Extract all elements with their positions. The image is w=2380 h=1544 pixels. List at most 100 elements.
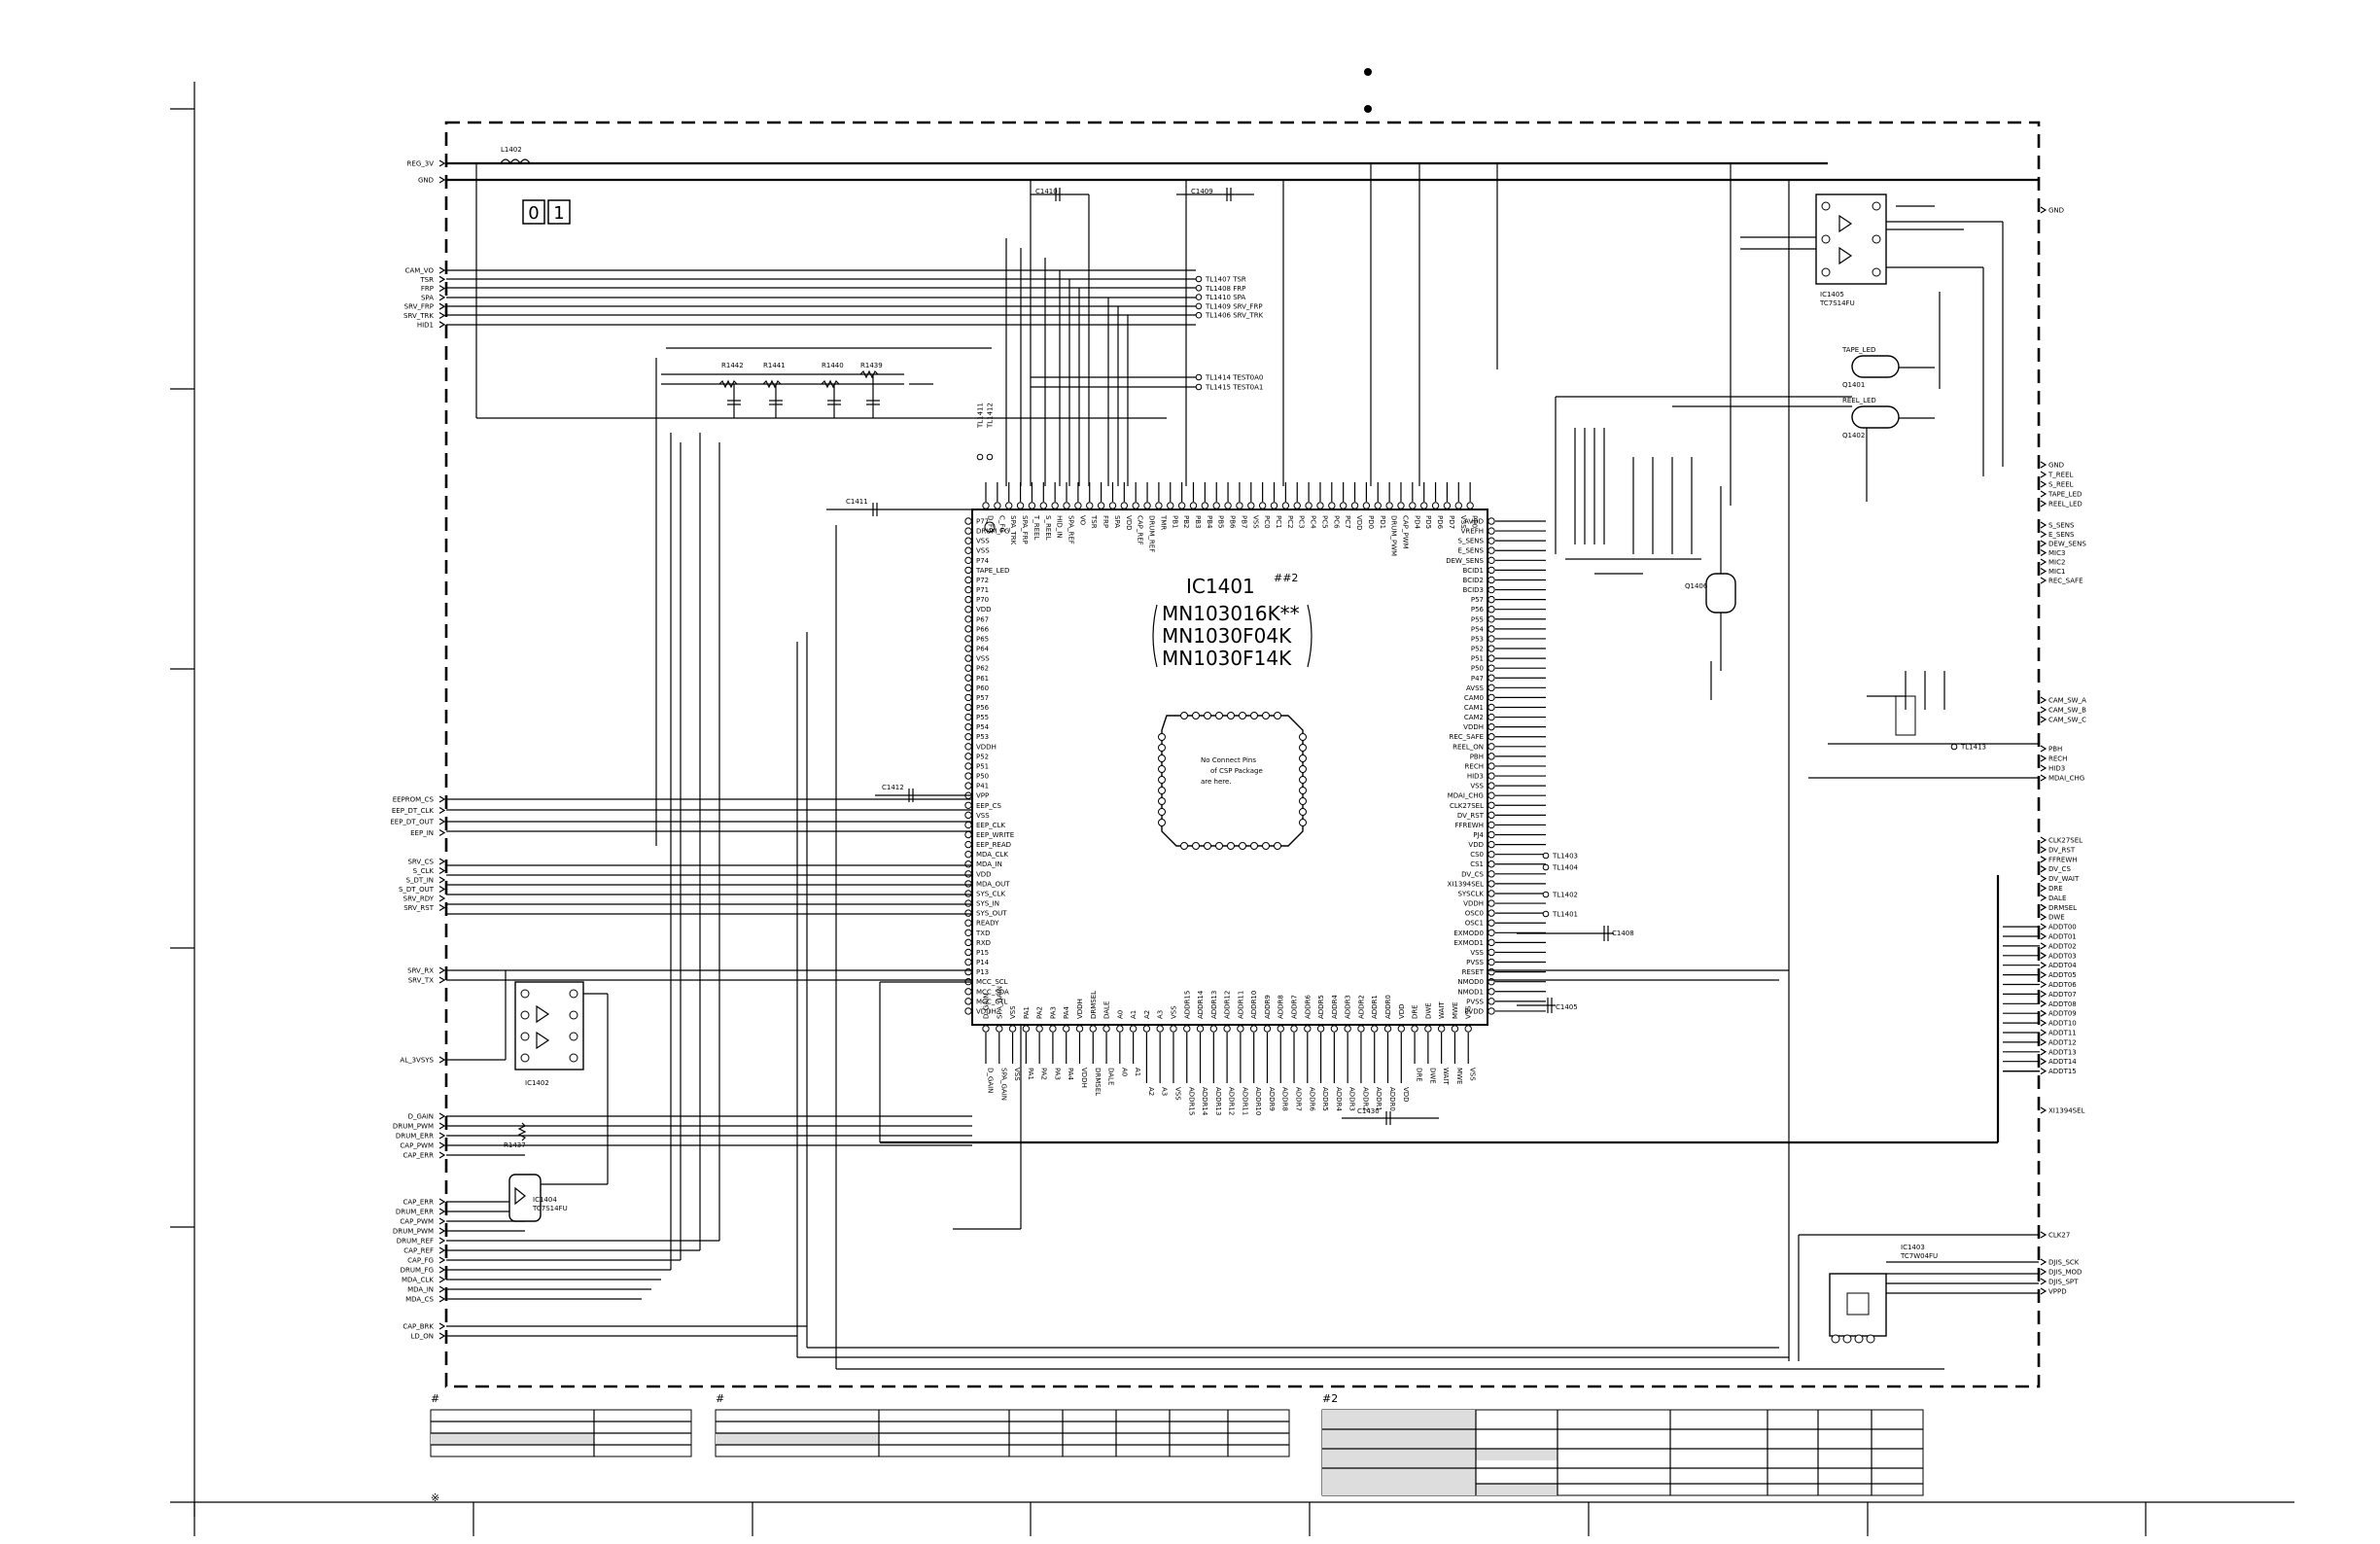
c1430: C1430 — [1342, 1107, 1439, 1125]
ic-pin — [1488, 556, 1495, 565]
ic-pin — [964, 703, 972, 712]
ic-pin — [1488, 703, 1495, 712]
ic-pin — [964, 546, 972, 554]
ic-pin — [1488, 998, 1495, 1005]
connector-arrow — [438, 1332, 446, 1340]
connector-arrow — [438, 1227, 446, 1235]
connector-arrow — [438, 1217, 446, 1225]
ic-pin-label-bottom: VSS — [1170, 1005, 1177, 1019]
asterisk-note: ※ — [431, 1491, 439, 1504]
ic-pin — [1371, 1025, 1379, 1033]
connector-label: FFREWH — [2048, 856, 2078, 863]
ic-pin-label-left: P74 — [976, 557, 990, 565]
connector-label: SRV_RX — [407, 967, 434, 975]
ic-pin-label-left: P52 — [976, 753, 989, 760]
connector-label: EEP_DT_CLK — [392, 807, 435, 815]
ic-pin-label-right: VDD — [1468, 841, 1484, 849]
ic-pin-label-right: VDDH — [1463, 723, 1484, 731]
ic-pin-label-right: PVDD — [1464, 1007, 1484, 1015]
ic-pin-label-top: HID_IN — [1056, 515, 1064, 539]
ic1401-part-1: MN103016K** — [1162, 602, 1300, 625]
marker-dot — [1364, 68, 1372, 76]
ic-pin — [1316, 502, 1324, 509]
ic-pin — [1005, 502, 1013, 509]
ic-pin — [1385, 502, 1393, 509]
ic-pin-label-top: TSR — [1090, 514, 1098, 529]
ic-pin — [1488, 595, 1495, 604]
bus-net-label: DALE — [1107, 1068, 1115, 1085]
reel-led-label: REEL_LED — [1842, 397, 1876, 404]
ic-pin — [964, 870, 972, 878]
ic-pin — [1086, 502, 1094, 509]
connector-label: HID3 — [2048, 765, 2065, 773]
ic-pin — [1488, 713, 1495, 721]
connector-arrow — [2040, 1258, 2048, 1266]
csp-pin — [1262, 842, 1270, 850]
ic-pin-label-right: CAM1 — [1464, 704, 1484, 712]
ic-pin-label-top: PB2 — [1182, 515, 1190, 528]
ic-pin — [1120, 502, 1129, 509]
csp-pin — [1180, 842, 1188, 850]
connector-label: ADDT15 — [2048, 1068, 2077, 1075]
c1411: C1411 — [826, 498, 972, 516]
ic-pin-label-right: VSS — [1470, 949, 1484, 957]
ic-pin — [964, 537, 972, 544]
ic-pin-label-left: EEP_CLK — [976, 822, 1005, 829]
ic-pin — [1028, 502, 1036, 509]
connector-label: ADDT00 — [2048, 924, 2077, 931]
note-table-1: # ※ — [430, 1392, 692, 1504]
ic-pin — [964, 517, 972, 525]
board-tag-digit-0: 0 — [528, 203, 539, 224]
connector-label: S_SENS — [2048, 522, 2075, 530]
bus-net-label: PA1 — [1027, 1068, 1034, 1080]
connector-arrow — [2040, 952, 2048, 960]
bus-net-label: ADDR14 — [1201, 1087, 1208, 1116]
ic-pin — [1488, 625, 1495, 633]
connector-label: CAM_SW_A — [2048, 697, 2086, 705]
ic-pin-label-top: PC0 — [1263, 515, 1271, 529]
test-point — [1195, 302, 1203, 310]
l1402: L1402 — [500, 146, 531, 165]
ic-pin — [1454, 502, 1462, 509]
connector-label: S_DT_OUT — [399, 886, 435, 894]
ic-pin — [1488, 811, 1495, 820]
ic-pin — [1488, 850, 1495, 859]
connector-arrow — [438, 1295, 446, 1303]
bus-net-label: A3 — [1161, 1087, 1169, 1096]
c1405-label: C1405 — [1556, 1003, 1578, 1011]
ic-pin-label-left: VSS — [976, 655, 990, 663]
connector-label: SPA — [421, 294, 434, 301]
ic-pin — [1277, 1025, 1284, 1033]
connector-label: MDA_CLK — [402, 1277, 434, 1284]
connector-arrow — [438, 1276, 446, 1283]
ic-pin — [964, 693, 972, 702]
ic-pin — [1488, 576, 1495, 584]
ic-pin — [1488, 537, 1495, 544]
connector-label: ADDT09 — [2048, 1010, 2077, 1018]
csp-pin — [1192, 842, 1200, 850]
ic-pin — [1316, 1025, 1325, 1033]
connector-arrow — [2040, 990, 2048, 998]
ic-pin-label-bottom: SPA_GAIN — [996, 986, 1003, 1019]
connector-label: DV_CS — [2048, 865, 2071, 873]
ic-pin — [1488, 615, 1495, 623]
ic-pin-label-right: CLK27SEL — [1450, 802, 1484, 810]
connector-label: RECH — [2048, 755, 2067, 763]
ic-pin — [1488, 674, 1495, 682]
connector-label: FRP — [421, 285, 434, 293]
left-connectors: REG_3VGNDCAM_VOTSRFRPSPASRV_FRPSRV_TRKHI… — [390, 159, 446, 1341]
ic-pin-label-left: P60 — [976, 684, 989, 692]
connector-label: EEPROM_CS — [393, 796, 435, 804]
ic-pin-label-bottom: ADDR2 — [1357, 995, 1365, 1019]
ic-pin-label-left: MDA_IN — [976, 860, 1002, 868]
q1406-label: Q1406 — [1685, 582, 1708, 590]
ic-pin-label-right: NMOD0 — [1457, 978, 1484, 986]
ic1403: IC1405 TC7S14FU — [1740, 193, 2004, 476]
ic-pin — [964, 576, 972, 584]
test-point-label: TL1406 SRV_TRK — [1205, 312, 1264, 320]
bus-net-label: ADDR4 — [1335, 1087, 1343, 1111]
ic-pin — [1488, 840, 1495, 849]
ic-pin-label-right: NMOD1 — [1457, 988, 1484, 996]
